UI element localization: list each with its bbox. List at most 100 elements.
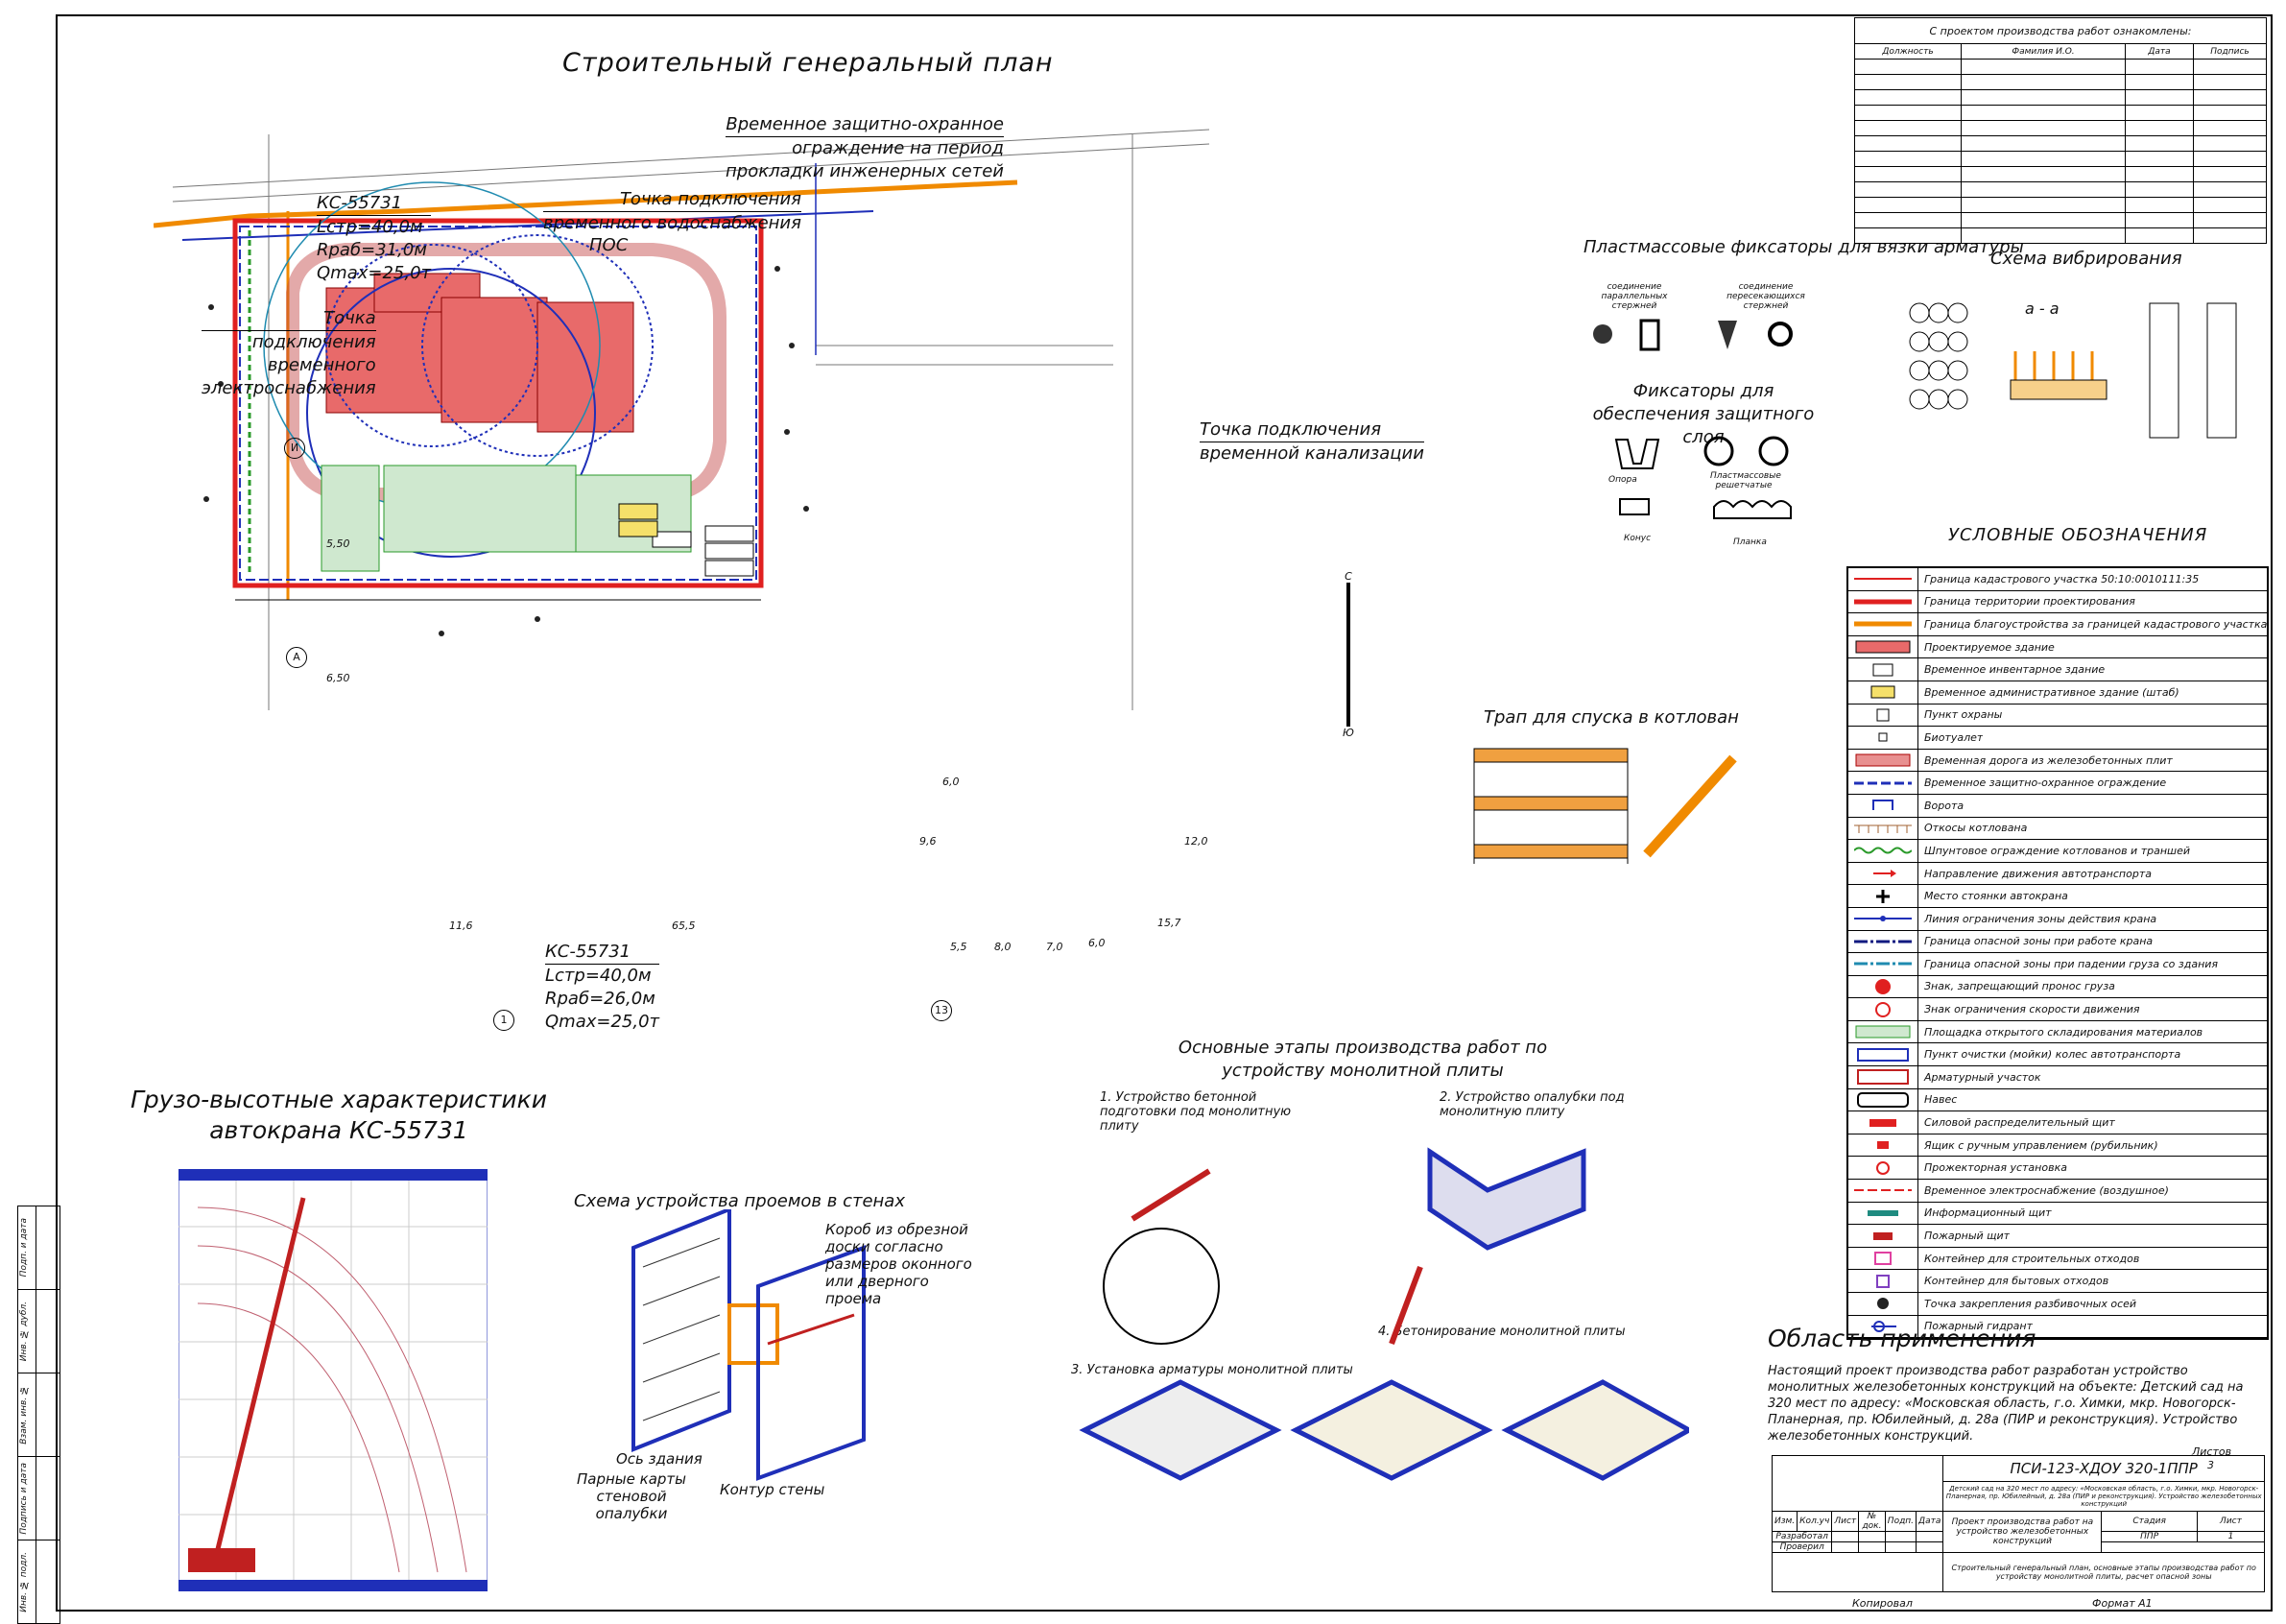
legend-symbol <box>1848 1066 1918 1088</box>
legend-symbol <box>1848 1202 1918 1225</box>
trap-drawing <box>1473 748 1737 864</box>
legend-symbol <box>1848 681 1918 704</box>
legend-row: Граница благоустройства за границей када… <box>1848 613 2267 636</box>
legend-row: Проектируемое здание <box>1848 635 2267 659</box>
legend-table: Граница кадастрового участка 50:10:00101… <box>1846 566 2269 1341</box>
legend-label: Пожарный щит <box>1924 1230 2011 1243</box>
legend-label: Навес <box>1924 1093 1958 1107</box>
legend-symbol <box>1848 613 1918 635</box>
signoff-table: С проектом производства работ ознакомлен… <box>1854 17 2267 244</box>
legend-row: Откосы котлована <box>1848 817 2267 841</box>
dim-label: 12,0 <box>1184 835 1208 848</box>
legend-row: Знак ограничения скорости движения <box>1848 998 2267 1021</box>
crane-callout-bottom: КС-55731 Lстр=40,0м Rраб=26,0м Qmax=25,0… <box>545 942 660 1032</box>
legend-row: Биотуалет <box>1848 727 2267 750</box>
legend-symbol <box>1848 635 1918 658</box>
main-plan-title: Строительный генеральный план <box>562 48 1054 78</box>
legend-label: Прожекторная установка <box>1924 1161 2067 1175</box>
legend-label: Ворота <box>1924 799 1965 812</box>
title-block: ПСИ-123-ХДОУ 320-1ППР Детский сад на 320… <box>1771 1455 2266 1592</box>
legend-row: Навес <box>1848 1088 2267 1112</box>
vibration-title: Схема вибрирования <box>1990 249 2182 269</box>
crane-chart-title: Грузо-высотные характеристики автокрана … <box>130 1086 548 1144</box>
legend-label: Арматурный участок <box>1924 1070 2041 1084</box>
legend-label: Граница благоустройства за границей када… <box>1923 617 2267 631</box>
legend-label: Временное инвентарное здание <box>1924 663 2106 677</box>
legend-symbol <box>1848 1157 1918 1180</box>
vibration-scheme <box>1909 302 2237 439</box>
legend-symbol <box>1848 862 1918 885</box>
sheets-total: 3 <box>2207 1459 2214 1471</box>
legend-row: Силовой распределительный щит <box>1848 1111 2267 1134</box>
legend-symbol <box>1848 1180 1918 1202</box>
legend-label: Направление движения автотранспорта <box>1924 867 2152 880</box>
fence-callout: Временное защитно-охранное ограждение на… <box>726 114 1004 181</box>
legend-row: Шпунтовое ограждение котлованов и транше… <box>1848 840 2267 863</box>
dim-label: 15,7 <box>1157 917 1181 929</box>
legend-symbol <box>1848 975 1918 998</box>
stage4-label: 4. Бетонирование монолитной плиты <box>1378 1325 1626 1339</box>
legend-symbol <box>1848 953 1918 975</box>
fix-parallel-label: соединение параллельных стержней <box>1601 282 1668 311</box>
legend-symbol <box>1848 817 1918 840</box>
legend-symbol <box>1848 885 1918 907</box>
axis-bubble: 13 <box>931 1000 952 1021</box>
temp-road <box>286 243 726 501</box>
site-plan <box>154 129 1210 710</box>
legend-symbol <box>1848 1293 1918 1315</box>
legend-symbol <box>1848 1043 1918 1066</box>
legend-label: Откосы котлована <box>1924 822 2028 835</box>
legend-symbol <box>1848 772 1918 794</box>
legend-symbol <box>1848 1270 1918 1292</box>
legend-symbol <box>1848 794 1918 817</box>
legend-row: Пожарный щит <box>1848 1225 2267 1248</box>
cover-fixators <box>1614 436 1792 519</box>
openings-drawing <box>631 1209 866 1481</box>
legend-symbol <box>1848 1111 1918 1134</box>
axis-bubble: А <box>286 647 307 668</box>
sheets-total-head: Листов <box>2192 1445 2232 1458</box>
legend-label: Граница опасной зоны при работе крана <box>1924 935 2154 948</box>
copied-label: Копировал <box>1852 1597 1913 1610</box>
legend-label: Граница кадастрового участка 50:10:00101… <box>1924 572 2200 585</box>
legend-symbol <box>1848 590 1918 613</box>
legend-label: Пункт охраны <box>1924 708 2003 722</box>
stage3-label: 3. Установка арматуры монолитной плиты <box>1071 1363 1353 1377</box>
legend-row: Пункт очистки (мойки) колес автотранспор… <box>1848 1043 2267 1067</box>
water-callout: Точка подключения временного водоснабжен… <box>543 189 801 233</box>
fix-plank-label: Планка <box>1733 537 1767 547</box>
legend-row: Временное электроснабжение (воздушное) <box>1848 1180 2267 1203</box>
legend-row: Временная дорога из железобетонных плит <box>1848 749 2267 773</box>
legend-row: Арматурный участок <box>1848 1066 2267 1089</box>
dim-label: 5,50 <box>326 537 350 550</box>
trap-title: Трап для спуска в котлован <box>1484 707 1739 728</box>
legend-symbol <box>1848 727 1918 749</box>
site-boundary <box>232 218 764 588</box>
legend-label: Временное административное здание (штаб) <box>1924 685 2179 699</box>
legend-label: Шпунтовое ограждение котлованов и транше… <box>1924 844 2191 857</box>
legend-label: Граница опасной зоны при падении груза с… <box>1924 957 2219 970</box>
openings-note-forms: Парные карты стеновой опалубки <box>577 1470 686 1522</box>
legend-title: УСЛОВНЫЕ ОБОЗНАЧЕНИЯ <box>1948 525 2208 545</box>
legend-row: Контейнер для бытовых отходов <box>1848 1270 2267 1293</box>
dim-label: 6,0 <box>942 776 960 788</box>
legend-symbol <box>1848 568 1918 590</box>
legend-row: Пункт охраны <box>1848 704 2267 728</box>
legend-row: Граница кадастрового участка 50:10:00101… <box>1848 568 2267 591</box>
legend-row: Граница опасной зоны при работе крана <box>1848 930 2267 954</box>
legend-row: Площадка открытого складирования материа… <box>1848 1020 2267 1044</box>
format-label: Формат А1 <box>2092 1597 2153 1610</box>
dim-label: 11,6 <box>449 919 473 932</box>
legend-symbol <box>1848 749 1918 772</box>
legend-label: Информационный щит <box>1924 1206 2052 1220</box>
legend-row: Граница территории проектирования <box>1848 590 2267 614</box>
pos-label: ПОС <box>589 235 629 255</box>
legend-label: Контейнер для строительных отходов <box>1924 1252 2140 1265</box>
legend-label: Линия ограничения зоны действия крана <box>1924 912 2157 925</box>
utility-orange <box>154 179 1018 228</box>
legend-label: Временное электроснабжение (воздушное) <box>1924 1183 2169 1197</box>
legend-label: Знак ограничения скорости движения <box>1924 1003 2140 1016</box>
openings-note-axis: Ось здания <box>616 1450 702 1468</box>
street-lines <box>172 129 1210 710</box>
legend-row: Информационный щит <box>1848 1202 2267 1226</box>
